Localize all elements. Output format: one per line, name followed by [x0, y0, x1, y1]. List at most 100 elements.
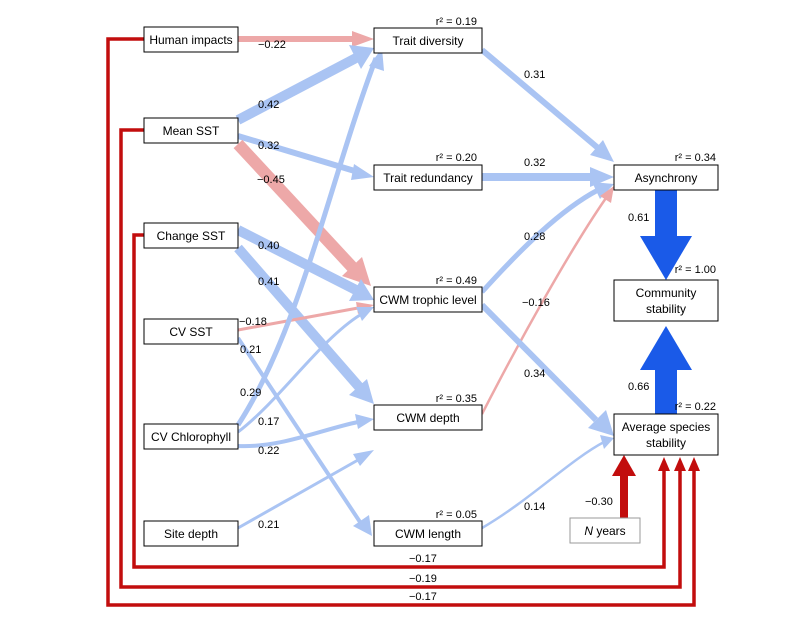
node-average-species-stability-label-2: stability — [646, 436, 686, 450]
arrowhead-human-to-avg — [688, 457, 700, 471]
arrowhead-meansst-to-trophic — [342, 257, 371, 286]
coef-meansst-to-avg: −0.19 — [409, 573, 437, 585]
node-cwm-trophic-level-label: CWM trophic level — [379, 293, 476, 307]
arrowhead-changesst-to-avg — [658, 457, 670, 471]
arrowhead-async-to-community — [640, 236, 692, 280]
node-cwm-trophic-level[interactable]: CWM trophic level — [373, 286, 483, 313]
arrowhead-changesst-to-depth — [349, 379, 374, 404]
node-asynchrony[interactable]: Asynchrony — [613, 164, 719, 191]
arrowhead-meansst-to-traitdiv — [349, 45, 374, 69]
arrowhead-changesst-to-trophic — [349, 279, 374, 301]
node-trait-redundancy[interactable]: Trait redundancy — [373, 164, 483, 191]
arrowhead-length-to-avg — [600, 435, 614, 449]
r2-trait-redundancy: r² = 0.20 — [436, 152, 477, 164]
arrowhead-sitedepth-to-length — [353, 450, 374, 466]
arrow-length-to-avg — [481, 440, 605, 530]
r2-avg-species: r² = 0.22 — [675, 401, 716, 413]
node-community-stability[interactable]: Community stability — [613, 279, 719, 322]
arrow-changesst-to-trophic — [235, 225, 359, 295]
arrowhead-meansst-to-traitred — [351, 164, 374, 180]
arrowhead-avg-to-community — [640, 326, 692, 370]
node-change-sst[interactable]: Change SST — [143, 222, 239, 249]
node-n-years-n: N — [584, 524, 593, 538]
coef-avg-to-community: 0.66 — [628, 381, 649, 393]
arrow-async-to-community — [655, 190, 677, 238]
coef-trophic-to-avg: 0.34 — [524, 368, 545, 380]
node-human-impacts-label: Human impacts — [149, 33, 232, 47]
node-cwm-depth[interactable]: CWM depth — [373, 404, 483, 431]
node-cwm-depth-label: CWM depth — [396, 411, 459, 425]
node-n-years-rest: years — [593, 524, 626, 538]
arrow-changesst-to-avg — [132, 233, 666, 569]
arrowhead-cvchl-to-depth — [355, 414, 374, 429]
arrowhead-traitdiv-to-async — [590, 140, 614, 162]
coef-meansst-to-traitdiv: 0.42 — [258, 99, 279, 111]
arrowhead-traitred-to-async — [590, 167, 614, 187]
arrowhead-cvchl-to-traitdiv — [369, 48, 384, 71]
arrow-cvchl-to-depth — [237, 420, 359, 449]
coef-changesst-to-depth: 0.41 — [258, 276, 279, 288]
node-average-species-stability-label-1: Average species — [622, 420, 711, 434]
arrowhead-trophic-to-avg — [588, 410, 614, 436]
coef-meansst-to-traitred: 0.32 — [258, 140, 279, 152]
node-trait-redundancy-label: Trait redundancy — [383, 171, 473, 185]
coef-cvchl-to-traitdiv: 0.29 — [240, 387, 261, 399]
node-cwm-length-label: CWM length — [395, 527, 461, 541]
node-trait-diversity-label: Trait diversity — [393, 34, 464, 48]
node-human-impacts[interactable]: Human impacts — [143, 26, 239, 53]
node-cv-sst-label: CV SST — [169, 325, 213, 339]
arrow-meansst-to-trophic — [233, 139, 358, 273]
node-n-years[interactable]: N years — [569, 517, 641, 544]
arrow-depth-to-async — [480, 197, 608, 415]
coef-meansst-to-trophic: −0.45 — [257, 174, 285, 186]
arrowhead-nyears-to-avg — [612, 455, 636, 476]
node-change-sst-label: Change SST — [157, 229, 226, 243]
coef-changesst-to-trophic: 0.40 — [258, 240, 279, 252]
arrowhead-trophic-to-async — [592, 182, 614, 199]
arrow-cvsst-to-length — [236, 336, 362, 524]
coef-length-to-avg: 0.14 — [524, 501, 545, 513]
node-mean-sst[interactable]: Mean SST — [143, 117, 239, 144]
arrow-cvchl-to-traitdiv — [235, 57, 379, 427]
node-cwm-length[interactable]: CWM length — [373, 520, 483, 547]
r2-trait-diversity: r² = 0.19 — [436, 16, 477, 28]
coef-depth-to-async: −0.16 — [522, 297, 550, 309]
coef-trophic-to-async: 0.28 — [524, 231, 545, 243]
arrow-trophic-to-avg — [479, 302, 599, 423]
arrowhead-cvchl-to-trophic — [356, 307, 374, 321]
coef-traitdiv-to-async: 0.31 — [524, 69, 545, 81]
arrow-trophic-to-async — [480, 187, 600, 294]
coef-traitred-to-async: 0.32 — [524, 157, 545, 169]
coef-cvsst-to-length: 0.21 — [240, 344, 261, 356]
coef-cvsst-to-trophic: −0.18 — [239, 316, 267, 328]
arrow-sitedepth-to-length — [237, 458, 359, 530]
arrow-cvsst-to-trophic — [237, 306, 359, 332]
node-average-species-stability[interactable]: Average species stability — [613, 413, 719, 456]
coef-human-to-avg: −0.17 — [409, 591, 437, 603]
r2-community: r² = 1.00 — [675, 264, 716, 276]
node-n-years-label: N years — [584, 524, 625, 538]
coef-async-to-community: 0.61 — [628, 212, 649, 224]
arrow-human-to-avg — [106, 37, 696, 607]
node-trait-diversity[interactable]: Trait diversity — [373, 27, 483, 54]
coef-human-to-traitdiv: −0.22 — [258, 39, 286, 51]
coef-cvchl-to-depth: 0.22 — [258, 445, 279, 457]
node-cv-chlorophyll[interactable]: CV Chlorophyll — [143, 423, 239, 450]
r2-cwm-depth: r² = 0.35 — [436, 393, 477, 405]
node-cv-sst[interactable]: CV SST — [143, 318, 239, 345]
node-mean-sst-label: Mean SST — [163, 124, 220, 138]
node-community-stability-label-1: Community — [636, 286, 697, 300]
coef-nyears-to-avg: −0.30 — [585, 496, 613, 508]
arrow-traitdiv-to-async — [480, 47, 600, 151]
coef-changesst-to-avg: −0.17 — [409, 553, 437, 565]
arrow-cvchl-to-trophic — [237, 313, 361, 434]
arrowhead-cvsst-to-length — [353, 515, 372, 536]
r2-asynchrony: r² = 0.34 — [675, 152, 716, 164]
arrowhead-depth-to-async — [600, 186, 614, 203]
node-site-depth-label: Site depth — [164, 527, 218, 541]
coef-sitedepth-to-length: 0.21 — [258, 519, 279, 531]
node-site-depth[interactable]: Site depth — [143, 520, 239, 547]
node-cv-chlorophyll-label: CV Chlorophyll — [151, 430, 231, 444]
r2-cwm-length: r² = 0.05 — [436, 509, 477, 521]
